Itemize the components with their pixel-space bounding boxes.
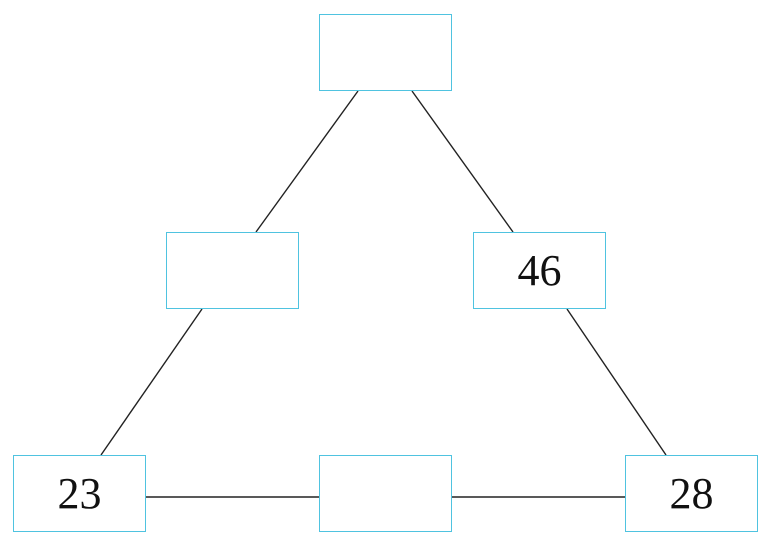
node-right-mid-box: 46 bbox=[473, 232, 606, 309]
node-bottom-mid-box bbox=[319, 455, 452, 532]
node-bottom-left-box: 23 bbox=[13, 455, 146, 532]
node-top-box bbox=[319, 14, 452, 91]
node-left-mid-box bbox=[166, 232, 299, 309]
edge-left-mid-to-bottom-left bbox=[100, 308, 203, 456]
edge-right-mid-to-bottom-right bbox=[566, 308, 667, 456]
edge-top-to-right-mid bbox=[411, 90, 514, 233]
node-bottom-left-value: 23 bbox=[57, 468, 102, 518]
edge-top-to-left-mid bbox=[255, 90, 359, 233]
node-right-mid-value: 46 bbox=[517, 245, 562, 295]
node-bottom-right-value: 28 bbox=[669, 468, 714, 518]
node-bottom-right-box: 28 bbox=[625, 455, 758, 532]
